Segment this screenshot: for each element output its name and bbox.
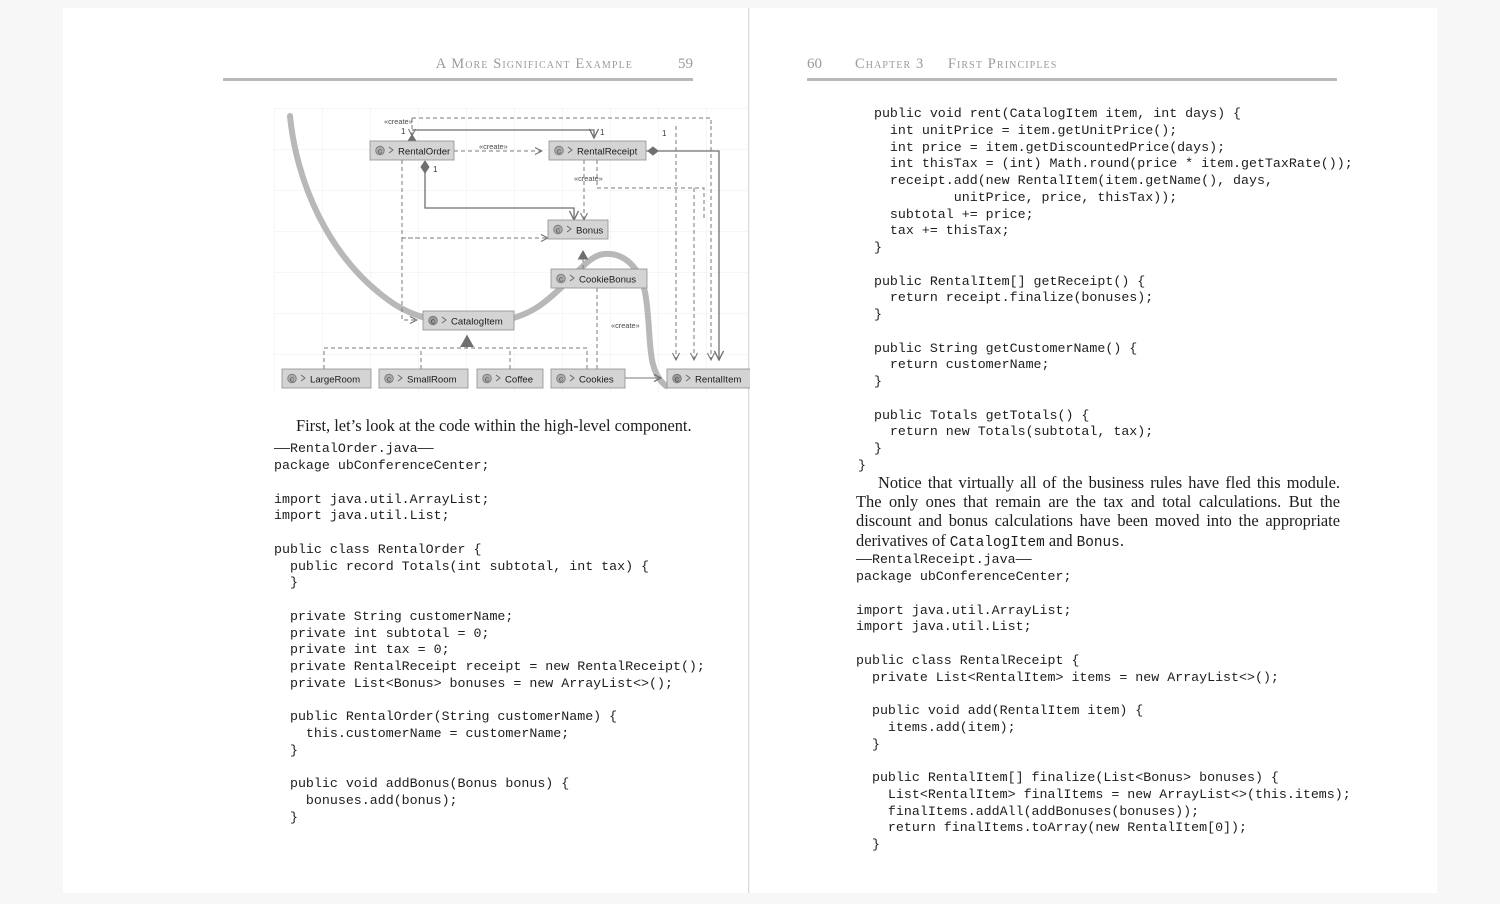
svg-text:RentalOrder: RentalOrder: [398, 147, 451, 158]
uml-class-RentalOrder: C RentalOrder: [369, 140, 455, 161]
uml-class-CatalogItem: C CatalogItem: [422, 310, 515, 331]
inline-code-catalogitem: CatalogItem: [949, 534, 1045, 551]
svg-text:C: C: [387, 377, 391, 383]
uml-class-RentalItem: C RentalItem: [666, 368, 755, 389]
svg-text:C: C: [556, 228, 560, 234]
paragraph-right-text-1: Notice that virtually all of the busines…: [856, 473, 1340, 550]
paragraph-right-text-2: and: [1044, 530, 1077, 550]
svg-text:LargeRoom: LargeRoom: [310, 375, 360, 386]
running-head-chapter: Chapter 3: [855, 56, 925, 72]
svg-text:C: C: [675, 377, 679, 383]
running-head-title-left: A More Significant Example: [435, 56, 633, 72]
svg-text:RentalItem: RentalItem: [695, 375, 741, 386]
stereotype-label-create: «create»: [574, 174, 603, 183]
stereotype-label-create: «create»: [611, 321, 640, 330]
svg-text:C: C: [290, 377, 294, 383]
uml-class-RentalReceipt: C RentalReceipt: [548, 140, 647, 161]
header-rule-left: [223, 78, 693, 81]
svg-text:CookieBonus: CookieBonus: [579, 275, 636, 286]
svg-text:Cookies: Cookies: [579, 375, 614, 386]
uml-class-boxes: C RentalOrder C RentalReceipt: [281, 140, 755, 389]
svg-text:RentalReceipt: RentalReceipt: [577, 147, 638, 158]
uml-class-Coffee: C Coffee: [476, 368, 544, 389]
svg-text:C: C: [485, 377, 489, 383]
running-head-chapter-title: First Principles: [947, 56, 1058, 72]
uml-class-Cookies: C Cookies: [550, 368, 626, 389]
stereotype-label-create: «create»: [479, 142, 508, 151]
architecture-boundary-curve: [287, 113, 669, 389]
multiplicity-label: 1: [433, 165, 438, 174]
composition-diamond: [647, 146, 659, 156]
uml-class-Bonus: C Bonus: [547, 219, 609, 240]
code-block-rentalorder-continued: public void rent(CatalogItem item, int d…: [858, 106, 1353, 473]
uml-class-CookieBonus: C CookieBonus: [550, 268, 648, 289]
uml-class-SmallRoom: C SmallRoom: [378, 368, 469, 389]
uml-class-LargeRoom: C LargeRoom: [281, 368, 372, 389]
svg-text:Bonus: Bonus: [576, 226, 603, 237]
multiplicity-label: 1: [662, 129, 667, 138]
uml-class-diagram: 1 1 1 1 «create» «create» «create» «crea…: [274, 108, 755, 393]
multiplicity-label: 1: [600, 128, 605, 137]
file-marker-rentalreceipt: ——RentalReceipt.java——: [856, 552, 1032, 567]
page-number-left: 59: [678, 56, 693, 72]
file-marker-rentalorder: ——RentalOrder.java——: [274, 441, 434, 456]
paragraph-right-text-3: .: [1119, 530, 1124, 550]
page-left: A More Significant Example 59: [63, 8, 755, 893]
header-rule-right: [807, 78, 1337, 81]
svg-text:C: C: [559, 377, 563, 383]
page-number-right: 60: [807, 56, 822, 72]
svg-text:C: C: [559, 277, 563, 283]
svg-text:Coffee: Coffee: [505, 375, 533, 386]
running-head-title-right: Chapter 3 First Principles: [855, 56, 1057, 73]
code-block-rentalorder: package ubConferenceCenter; import java.…: [274, 458, 705, 825]
paragraph-right: Notice that virtually all of the busines…: [856, 473, 1340, 553]
svg-text:CatalogItem: CatalogItem: [451, 317, 503, 328]
svg-text:C: C: [557, 149, 561, 155]
multiplicity-label: 1: [401, 127, 406, 136]
paragraph-left: First, let’s look at the code within the…: [296, 416, 692, 435]
composition-diamond: [420, 160, 430, 174]
svg-text:SmallRoom: SmallRoom: [407, 375, 457, 386]
inline-code-bonus: Bonus: [1076, 534, 1120, 551]
page-right: 60 Chapter 3 First Principles public voi…: [750, 8, 1437, 893]
svg-text:C: C: [378, 149, 382, 155]
code-block-rentalreceipt: package ubConferenceCenter; import java.…: [856, 569, 1351, 852]
stereotype-label-create: «create»: [384, 117, 413, 126]
svg-text:C: C: [431, 319, 435, 325]
